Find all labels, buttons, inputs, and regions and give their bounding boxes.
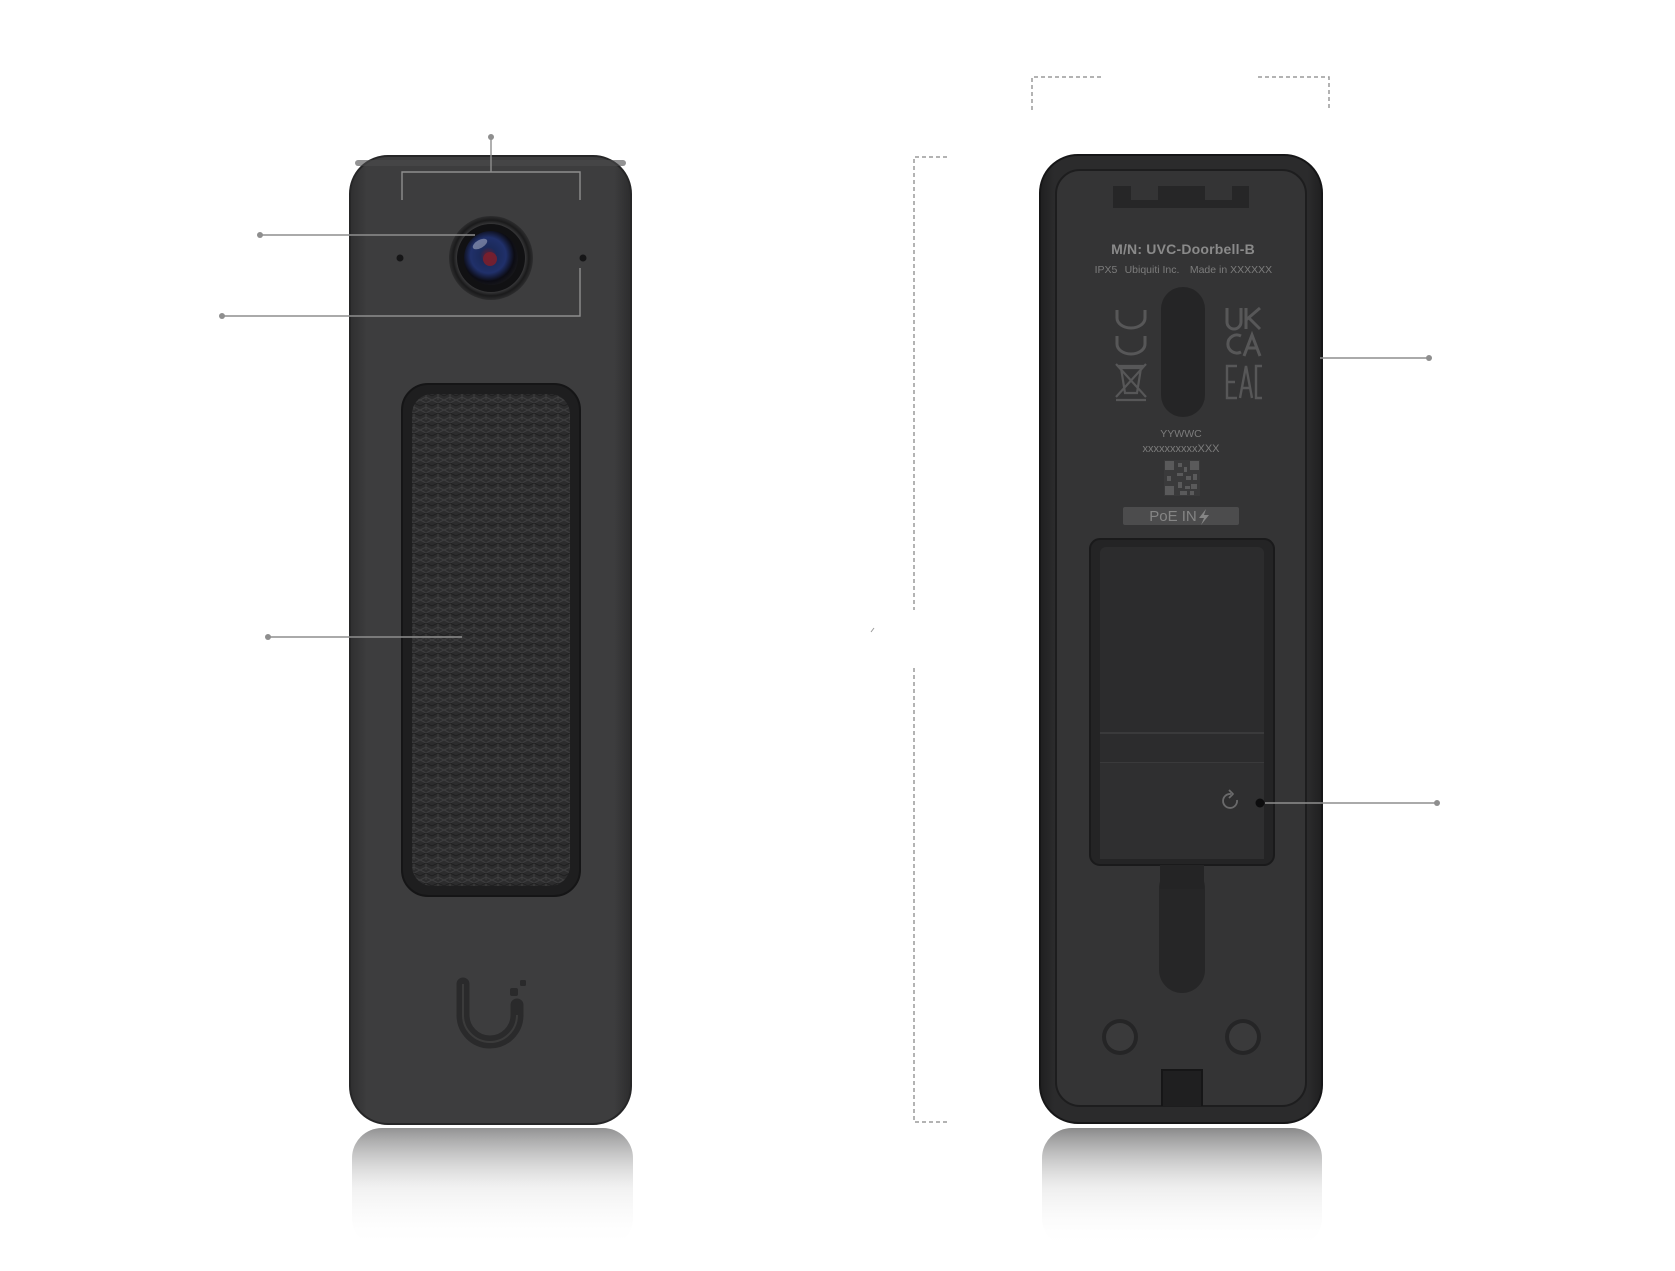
mark-eac: EAC — [1233, 401, 1255, 413]
reset-button — [1255, 798, 1265, 808]
serial-number: xxxxxxxxxxXXX — [1142, 443, 1220, 455]
lightning-icon — [1199, 509, 1209, 525]
poe-in-label: PoE IN — [1149, 508, 1197, 525]
ukca-mark-icon — [1225, 306, 1262, 357]
microphone-right — [579, 254, 587, 262]
screw-post-right — [1225, 1019, 1261, 1055]
front-reflection — [352, 1128, 633, 1248]
date-code: YYWWC — [1160, 428, 1202, 440]
back-callouts — [1265, 357, 1437, 804]
dimension-lines — [913, 76, 1330, 1123]
mounting-slot — [1161, 287, 1205, 417]
ubiquiti-logo-icon — [456, 977, 526, 1049]
width-dimension — [1031, 76, 1103, 110]
callout-dot-reset — [1434, 800, 1440, 806]
bottom-cable-notch — [1161, 1069, 1203, 1106]
callout-dot-mic — [219, 313, 225, 319]
qr-code-icon — [1164, 460, 1200, 496]
height-dimension — [913, 156, 947, 610]
poe-label-bar — [1123, 507, 1239, 525]
reset-icon — [1222, 789, 1238, 809]
callout-dot-housing — [1426, 355, 1432, 361]
callout-dot-sensors — [488, 134, 494, 140]
made-in: Made in XXXXXX — [1190, 264, 1272, 276]
weee-bin-icon — [1115, 363, 1147, 402]
mark-ca: CA — [1237, 353, 1252, 365]
eac-mark-icon — [1225, 364, 1262, 400]
front-view — [219, 134, 633, 1248]
mark-uk: UK — [1237, 297, 1252, 309]
lower-cable-slot — [1159, 865, 1205, 993]
front-callouts — [222, 138, 581, 638]
callout-dot-button — [265, 634, 271, 640]
model-number: M/N: UVC-Doorbell-B — [1111, 241, 1255, 257]
screw-post-left — [1102, 1019, 1138, 1055]
manufacturer: Ubiquiti Inc. — [1125, 264, 1180, 276]
back-view: M/N: UVC-Doorbell-B IPX5 Ubiquiti Inc. M… — [1039, 154, 1440, 1248]
callout-dot-lens — [257, 232, 263, 238]
certification-marks-left — [1115, 310, 1147, 356]
camera-lens-icon — [449, 216, 533, 300]
back-reflection — [1042, 1128, 1322, 1248]
microphone-left — [396, 254, 404, 262]
ip-rating: IPX5 — [1095, 264, 1118, 276]
